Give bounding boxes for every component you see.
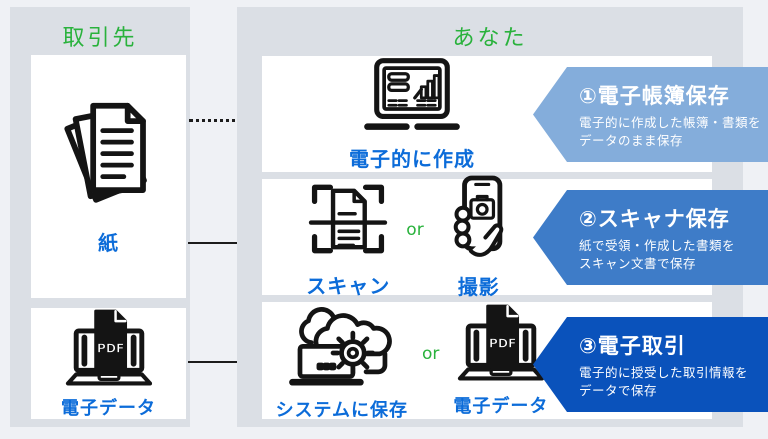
or-label: or <box>422 343 440 364</box>
edata-receive-label: 電子データ <box>453 396 549 417</box>
banner-desc-line2: データのまま保存 <box>579 132 684 148</box>
banner-desc-line2: スキャン文書で保存 <box>579 255 697 271</box>
paper-label: 紙 <box>98 231 119 255</box>
pdf-laptop-icon: PDF <box>63 308 155 394</box>
banner-title: ③電子取引 <box>579 333 686 358</box>
partner-header: 取引先 <box>62 26 138 51</box>
paper-stack-icon <box>51 91 166 227</box>
pdf-file-text: PDF <box>489 336 517 350</box>
banner-scanner-storage: ②スキャナ保存 紙で受領・作成した書類を スキャン文書で保存 <box>533 190 768 285</box>
pdf-file-text: PDF <box>96 341 124 355</box>
banner-desc-line1: 電子的に作成した帳簿・書類を <box>579 114 762 130</box>
scan-item: スキャン <box>304 175 392 299</box>
created-electronically-item: 電子的に作成 <box>349 56 475 172</box>
banner-title: ①電子帳簿保存 <box>579 83 730 108</box>
system-save-item: ... システムに保存 <box>276 299 408 422</box>
banner-electronic-transaction: ③電子取引 電子的に授受した取引情報を データで保存 <box>533 317 768 412</box>
photo-item: 撮影 <box>438 174 520 300</box>
edata-card: PDF 電子データ <box>31 308 186 419</box>
partner-panel: 取引先 紙 <box>10 7 190 427</box>
banner-desc-line2: データで保存 <box>579 382 658 398</box>
system-save-label: システムに保存 <box>275 400 409 421</box>
edata-receive-item: PDF 電子データ <box>453 303 548 418</box>
laptop-dashboard-icon <box>360 56 464 140</box>
cloud-system-icon: ... <box>283 299 401 393</box>
edata-label: 電子データ <box>61 397 156 419</box>
banner-title: ②スキャナ保存 <box>579 206 730 231</box>
banner-desc-line1: 紙で受領・作成した書類を <box>579 237 736 253</box>
pdf-laptop-icon: PDF <box>455 303 547 389</box>
scan-label: スキャン <box>306 274 391 298</box>
paper-card: 紙 <box>31 55 186 298</box>
you-header: あなた <box>452 26 528 51</box>
camera-phone-icon <box>438 174 520 268</box>
banner-electronic-books-storage: ①電子帳簿保存 電子的に作成した帳簿・書類を データのまま保存 <box>533 67 768 162</box>
laptop-dots-text: ... <box>317 353 335 372</box>
scan-document-icon <box>304 175 392 267</box>
photo-label: 撮影 <box>457 275 500 299</box>
banner-desc-line1: 電子的に授受した取引情報を <box>579 364 749 380</box>
or-label: or <box>406 220 424 240</box>
created-electronically-label: 電子的に作成 <box>349 147 475 171</box>
